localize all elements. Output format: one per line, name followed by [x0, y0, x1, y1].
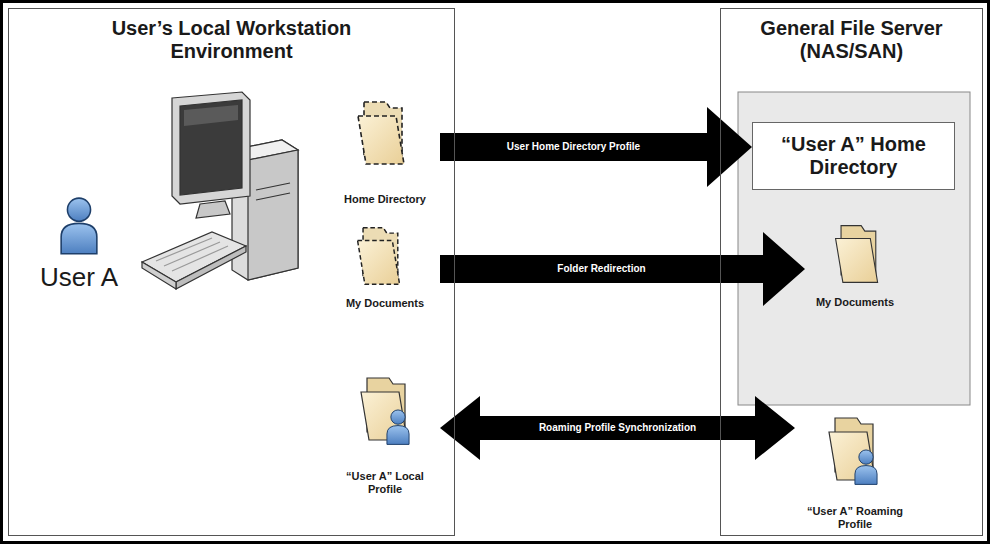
- profile-user-icon: [855, 450, 877, 484]
- folder-node: My Documents: [805, 218, 905, 313]
- profile-node: “User A” Roaming Profile: [795, 410, 915, 535]
- user-label: User A: [40, 262, 118, 292]
- home-directory-box: “User A” Home Directory: [752, 122, 955, 190]
- node-label: “User A” Local Profile: [343, 470, 427, 496]
- server-panel: General File Server (NAS/SAN) “User A” Ho…: [720, 8, 983, 536]
- documents-folder-icon: [836, 226, 878, 283]
- profile-node: “User A” Local Profile: [330, 370, 440, 500]
- documents-folder-icon: [358, 228, 400, 285]
- node-label: “User A” Home Directory: [759, 133, 949, 179]
- node-label: My Documents: [346, 297, 424, 310]
- block-arrow: [440, 232, 805, 306]
- folder-node: My Documents: [330, 222, 440, 314]
- arrow-label: Folder Redirection: [554, 263, 648, 275]
- panel-title: General File Server (NAS/SAN): [742, 17, 962, 63]
- user-icon: [61, 198, 97, 254]
- node-label: Home Directory: [344, 193, 426, 206]
- node-label: My Documents: [816, 296, 894, 309]
- computer-illustration: [142, 92, 298, 289]
- block-arrow: [440, 396, 795, 460]
- block-arrow: [440, 107, 752, 187]
- arrow-label: Roaming Profile Synchronization: [536, 422, 699, 434]
- folder-node: Home Directory: [330, 95, 440, 210]
- profile-user-icon: [387, 410, 409, 444]
- home-folder-icon: [358, 102, 404, 164]
- node-label: “User A” Roaming Profile: [800, 505, 910, 531]
- panel-title: User’s Local Workstation Environment: [92, 17, 372, 63]
- arrow-label: User Home Directory Profile: [504, 141, 643, 153]
